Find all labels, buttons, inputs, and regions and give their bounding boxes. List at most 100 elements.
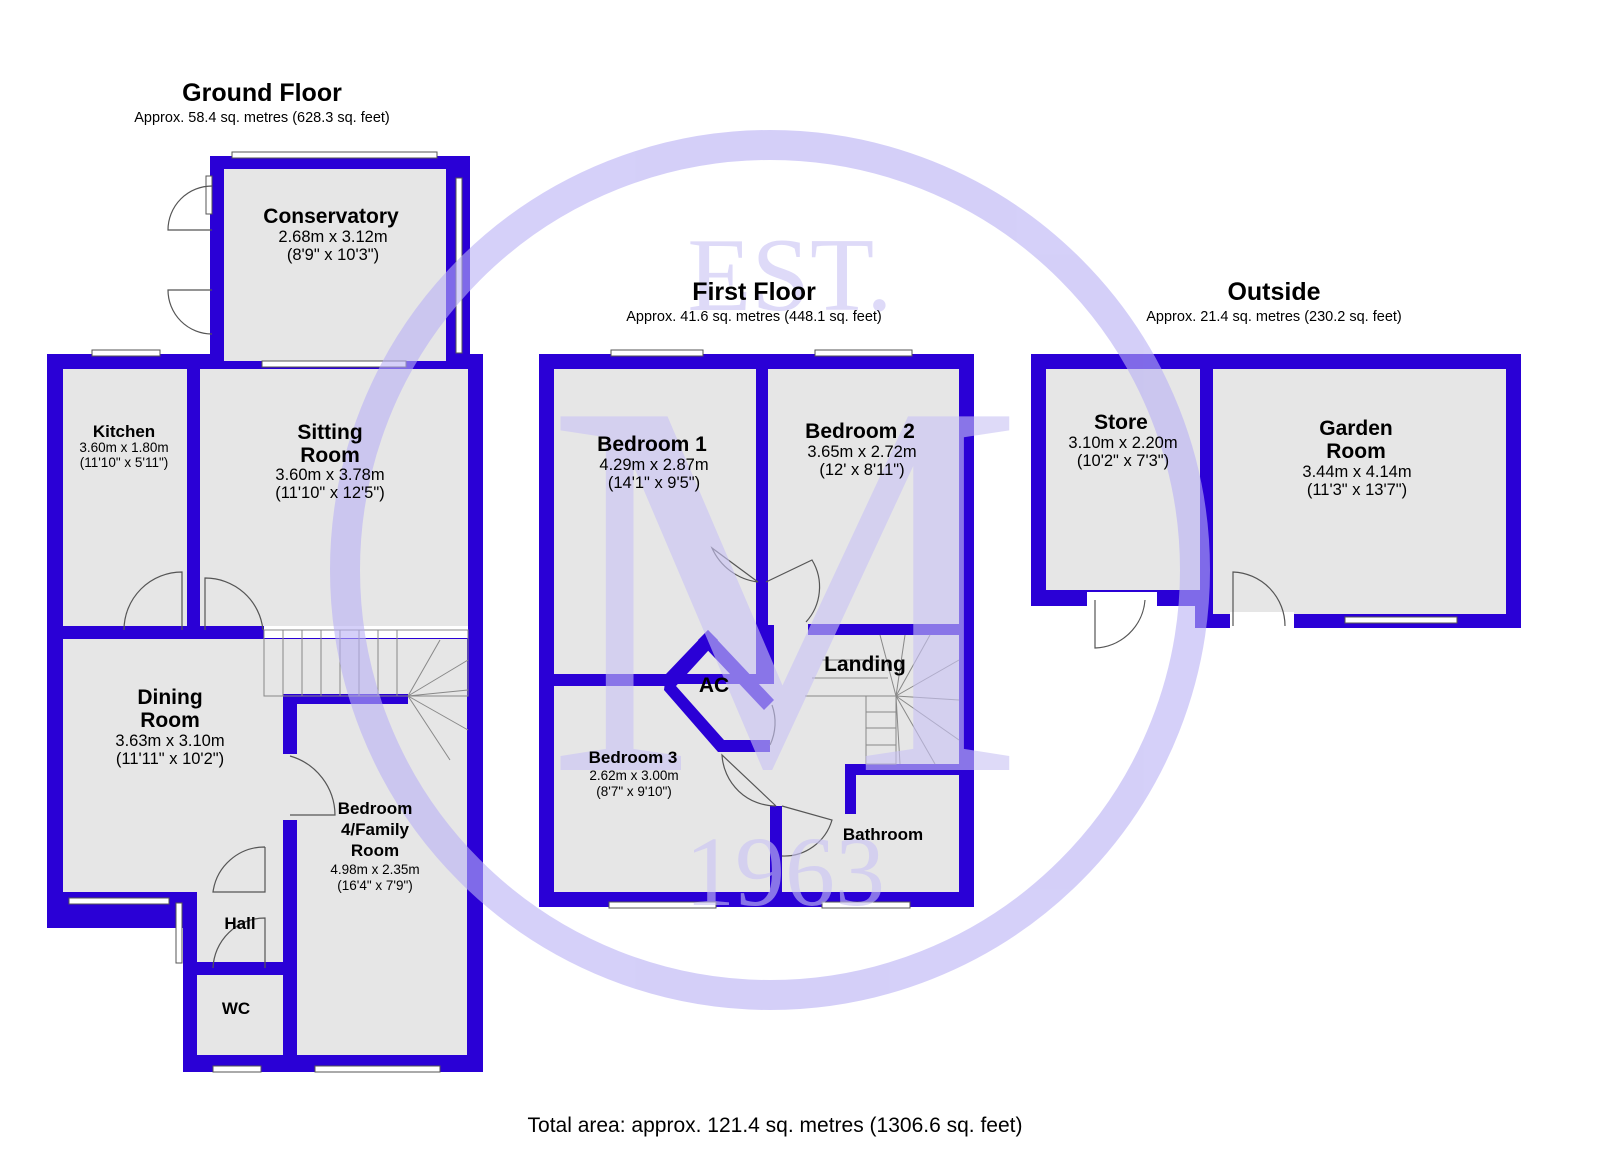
bathroom-window bbox=[821, 901, 911, 909]
bedroom4-door bbox=[289, 755, 336, 816]
bedroom4-name-1: Bedroom bbox=[338, 799, 413, 818]
bedroom2-metric: 3.65m x 2.72m bbox=[807, 443, 916, 461]
ground-floor-area: Approx. 58.4 sq. metres (628.3 sq. feet) bbox=[134, 110, 390, 126]
kitchen-sitting-wall bbox=[187, 369, 200, 629]
first-floor-stairs bbox=[805, 634, 960, 765]
bedroom4-name-3: Room bbox=[351, 841, 399, 860]
watermark-ring bbox=[330, 130, 1210, 1010]
sitting-dining-wall bbox=[200, 626, 264, 638]
bedroom4-name-2: 4/Family bbox=[341, 820, 410, 839]
conservatory-metric: 2.68m x 3.12m bbox=[278, 228, 387, 246]
dining-room-name-1: Dining bbox=[137, 686, 202, 709]
outside-area: Approx. 21.4 sq. metres (230.2 sq. feet) bbox=[1146, 309, 1402, 325]
dining-room-imperial: (11'11" x 10'2") bbox=[116, 750, 224, 768]
bedroom4-wall-lower bbox=[283, 820, 297, 1060]
ac-name: AC bbox=[699, 674, 729, 697]
bedroom2-door bbox=[765, 559, 821, 623]
total-area: Total area: approx. 121.4 sq. metres (13… bbox=[528, 1114, 1023, 1137]
ac-walls bbox=[664, 630, 770, 752]
watermark-year: 1963 bbox=[685, 816, 885, 927]
wc-window bbox=[212, 1065, 262, 1073]
bedroom1-window bbox=[610, 349, 704, 357]
garden-door-gap bbox=[1230, 612, 1294, 628]
garden-room-imperial: (11'3" x 13'7") bbox=[1307, 481, 1407, 499]
conservatory-door-bottom bbox=[167, 289, 213, 335]
bedroom1-imperial: (14'1" x 9'5") bbox=[608, 474, 700, 492]
dining-room-metric: 3.63m x 3.10m bbox=[115, 732, 224, 750]
first-floor-title: First Floor bbox=[692, 278, 816, 306]
hall-floor bbox=[197, 892, 283, 964]
watermark-letter: M bbox=[545, 289, 1025, 887]
bedroom2-floor bbox=[768, 369, 959, 625]
bathroom-door bbox=[781, 805, 833, 857]
store-door bbox=[1094, 599, 1146, 649]
outside bbox=[1031, 354, 1521, 649]
kitchen-imperial: (11'10" x 5'11") bbox=[80, 455, 169, 470]
bedroom4-window bbox=[314, 1065, 441, 1073]
garden-room-metric: 3.44m x 4.14m bbox=[1302, 463, 1411, 481]
bedroom2-window bbox=[814, 349, 913, 357]
watermark-est: EST. bbox=[687, 216, 892, 333]
kitchen-metric: 3.60m x 1.80m bbox=[79, 440, 168, 455]
hall-wc-wall bbox=[183, 962, 283, 975]
ac-door bbox=[769, 704, 776, 746]
garden-room-floor bbox=[1213, 369, 1506, 614]
bedroom2-name: Bedroom 2 bbox=[805, 420, 915, 443]
ground-floor-title: Ground Floor bbox=[182, 79, 342, 107]
store-door-gap bbox=[1087, 592, 1157, 606]
bedroom1-door bbox=[710, 546, 759, 583]
conservatory-window-left bbox=[205, 175, 213, 215]
ground-floor bbox=[47, 151, 483, 1073]
garden-room-name-1: Garden bbox=[1319, 417, 1393, 440]
wc-floor bbox=[197, 975, 283, 1055]
bedroom3-window bbox=[608, 901, 717, 909]
kitchen-name: Kitchen bbox=[93, 422, 155, 441]
bed1-bed2-wall bbox=[756, 369, 768, 584]
kitchen-window bbox=[91, 349, 161, 357]
kitchen-dining-wall-left bbox=[63, 626, 123, 638]
bedroom4-imperial: (16'4" x 7'9") bbox=[337, 878, 413, 893]
bedroom2-imperial: (12' x 8'11") bbox=[819, 461, 904, 479]
garden-room-window bbox=[1344, 616, 1458, 624]
bathroom-top-wall bbox=[845, 764, 959, 775]
bedroom1-name: Bedroom 1 bbox=[597, 433, 707, 456]
bedroom4-top-wall bbox=[283, 694, 408, 704]
hall-door bbox=[212, 846, 266, 893]
bedroom3-name: Bedroom 3 bbox=[589, 748, 678, 767]
bedroom3-door bbox=[721, 753, 777, 807]
stair-opening bbox=[264, 626, 468, 638]
first-floor bbox=[539, 349, 974, 909]
store-name: Store bbox=[1094, 411, 1148, 434]
bedroom3-metric: 2.62m x 3.00m bbox=[589, 768, 678, 783]
kitchen-floor bbox=[63, 369, 187, 626]
garden-room-door bbox=[1232, 571, 1286, 627]
bathroom-name: Bathroom bbox=[843, 825, 923, 844]
sitting-room-name-1: Sitting bbox=[297, 421, 362, 444]
sitting-room-metric: 3.60m x 3.78m bbox=[275, 466, 384, 484]
bathroom-floor bbox=[774, 767, 959, 892]
bathroom-left-wall bbox=[845, 764, 856, 814]
store-imperial: (10'2" x 7'3") bbox=[1077, 452, 1169, 470]
sitting-room-door bbox=[204, 577, 264, 631]
ac-wall-diagonal bbox=[698, 630, 774, 710]
watermark: EST. M 1963 bbox=[330, 130, 1210, 1010]
wc-door bbox=[212, 917, 266, 969]
conservatory-imperial: (8'9" x 10'3") bbox=[287, 246, 379, 264]
bed1-bed3-wall bbox=[554, 674, 666, 686]
dining-room-window bbox=[68, 897, 170, 905]
kitchen-door bbox=[123, 571, 183, 631]
conservatory-name: Conservatory bbox=[263, 205, 399, 228]
bedroom1-metric: 4.29m x 2.87m bbox=[599, 456, 708, 474]
bedroom1-floor bbox=[554, 369, 756, 674]
conservatory-window-top bbox=[231, 151, 438, 159]
bedroom3-imperial: (8'7" x 9'10") bbox=[596, 784, 672, 799]
bed3-bathroom-wall bbox=[770, 806, 782, 892]
bedroom3-floor bbox=[554, 684, 774, 892]
store-metric: 3.10m x 2.20m bbox=[1068, 434, 1177, 452]
landing-name: Landing bbox=[824, 653, 906, 676]
sitting-room-imperial: (11'10" x 12'5") bbox=[275, 484, 384, 502]
hall-name: Hall bbox=[224, 914, 255, 933]
sitting-room-name-2: Room bbox=[300, 444, 360, 467]
hall-window bbox=[175, 902, 183, 964]
